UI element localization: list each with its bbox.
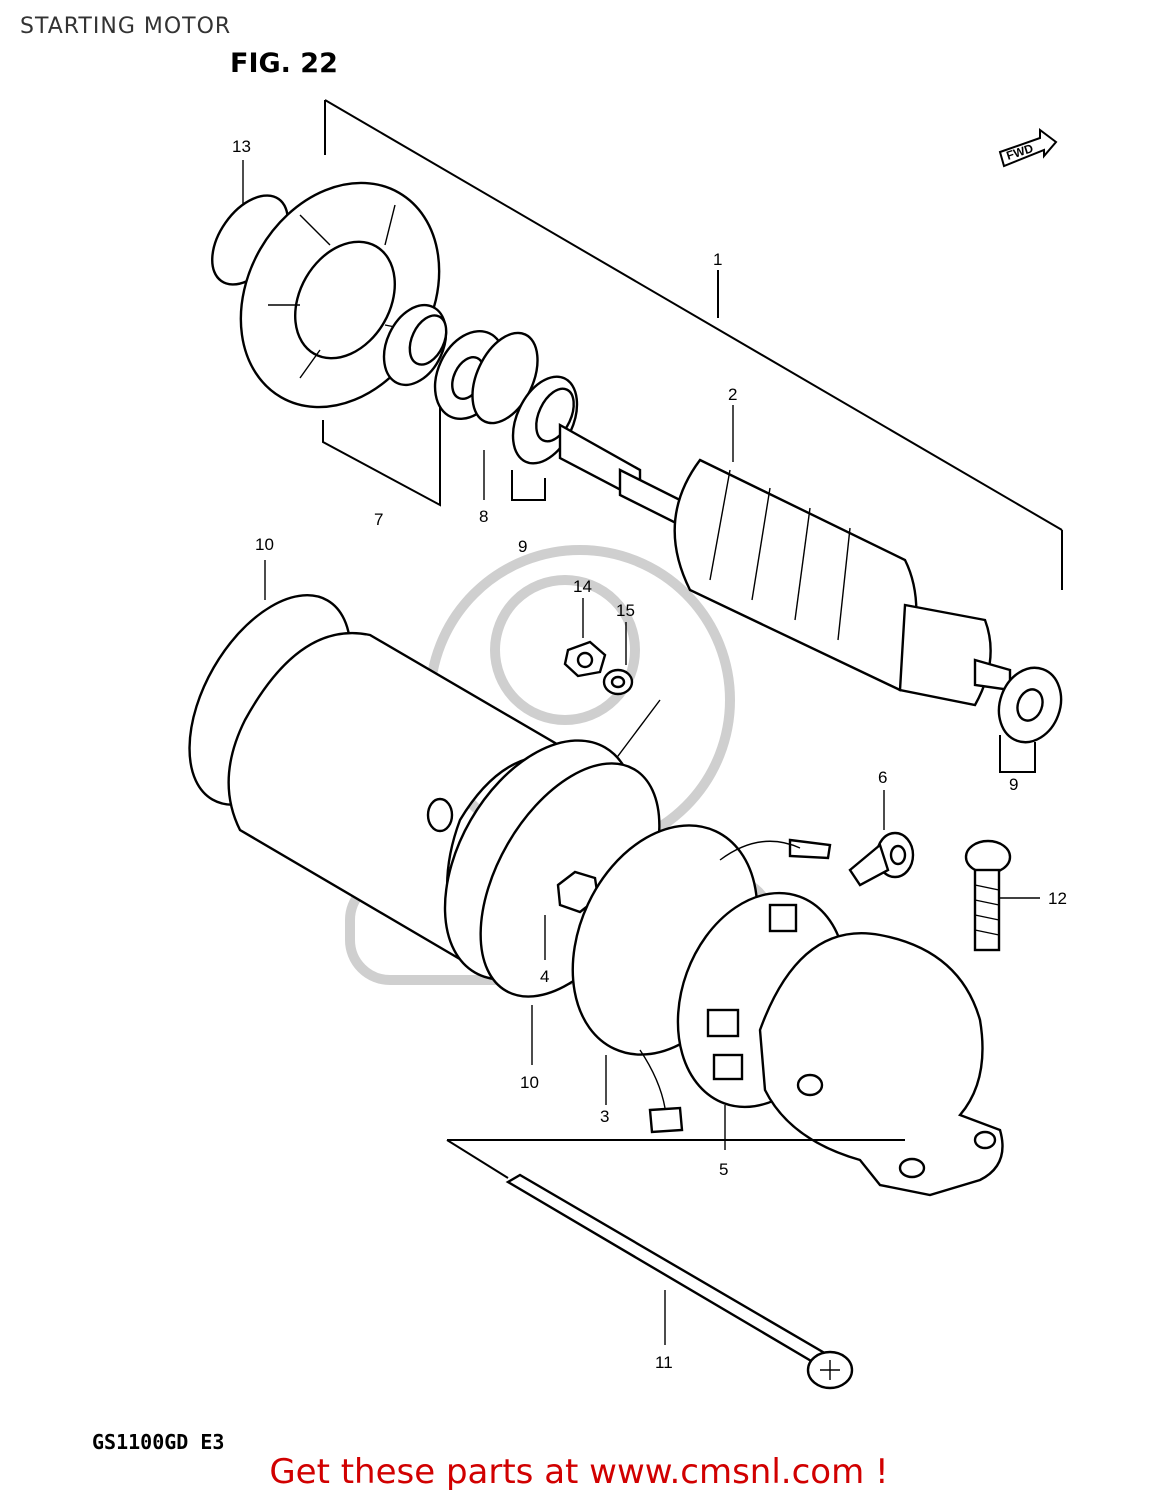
nut-14: [563, 640, 607, 678]
callout-10-lower: 10: [520, 1073, 539, 1092]
callout-8: 8: [479, 507, 488, 526]
callout-1: 1: [713, 250, 722, 269]
long-bolt-11: [505, 1173, 854, 1390]
lock-washer-15: [602, 668, 634, 696]
shop-link[interactable]: Get these parts at www.cmsnl.com !: [269, 1452, 889, 1492]
model-code: GS1100GD E3: [92, 1430, 225, 1454]
callout-11: 11: [655, 1353, 673, 1372]
rear-cover: [758, 932, 1004, 1197]
callout-labels: 1 2 3 4 5 6 7 8 9 9 10 10 11 12 13 14 15: [232, 137, 1067, 1372]
fwd-arrow-icon: FWD: [998, 128, 1058, 168]
screw-12: [964, 839, 1012, 952]
armature-2: [558, 422, 1012, 707]
brush-spring-6: [848, 831, 915, 887]
callout-6: 6: [878, 768, 887, 787]
callout-2: 2: [728, 385, 737, 404]
callout-12: 12: [1048, 889, 1067, 908]
callout-13: 13: [232, 137, 251, 156]
callout-4: 4: [540, 967, 549, 986]
callout-7: 7: [374, 510, 383, 529]
callout-5: 5: [719, 1160, 728, 1179]
callout-9-right: 9: [1009, 775, 1018, 794]
callout-3: 3: [600, 1107, 609, 1126]
callout-9: 9: [518, 537, 527, 556]
bearing-7: [382, 303, 448, 387]
page-title: STARTING MOTOR: [20, 14, 232, 39]
callout-15: 15: [616, 601, 635, 620]
callout-10: 10: [255, 535, 274, 554]
figure-label: FIG. 22: [230, 48, 338, 79]
armature-assembly-bracket: [324, 99, 1063, 590]
callout-14: 14: [573, 577, 592, 596]
washer-9-right: [997, 666, 1063, 744]
